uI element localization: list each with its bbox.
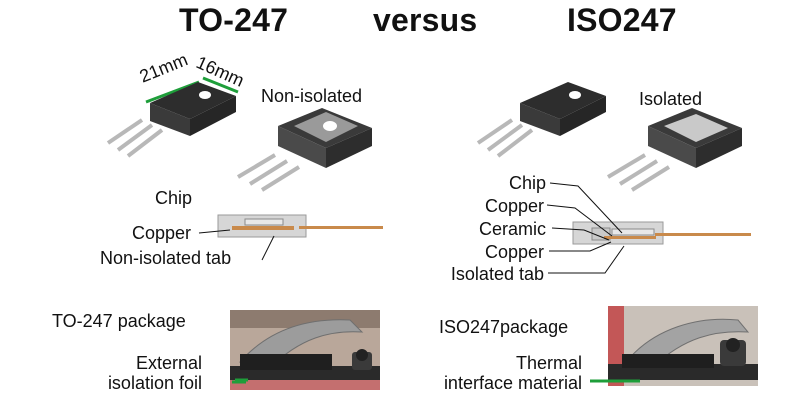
dim-line-depth [202,76,239,94]
left-photo-caption: TO-247 package [52,311,186,331]
left-chip-label: Chip [155,188,193,208]
right-photo-caption: ISO247package [439,317,569,337]
to247-package-top-view [106,82,236,158]
iso247-package-top-view [476,82,606,158]
title-versus: versus [373,2,478,38]
to247-cross-section [198,214,383,261]
to247-package-tab-view [236,108,372,192]
iso247-package-ceramic-view [606,108,742,192]
right-copper-top-label: Copper [484,196,544,216]
dim-line-width [145,80,200,104]
title-iso247: ISO247 [567,2,677,38]
right-ceramic-label: Ceramic [478,219,546,239]
isolated-label: Isolated [639,89,703,109]
left-photo-callout: External isolation foil [107,353,202,394]
left-tab-label: Non-isolated tab [100,248,232,268]
iso247-cross-section [546,182,751,274]
left-photo-mounting [230,310,380,390]
title-to247: TO-247 [179,2,289,38]
right-tab-label: Isolated tab [450,264,544,284]
right-chip-label: Chip [508,173,546,193]
right-photo-callout: Thermal interface material [443,353,582,394]
left-copper-label: Copper [132,223,192,243]
right-copper-bottom-label: Copper [484,242,544,262]
non-isolated-label: Non-isolated [261,86,363,106]
right-photo-mounting [608,306,758,386]
